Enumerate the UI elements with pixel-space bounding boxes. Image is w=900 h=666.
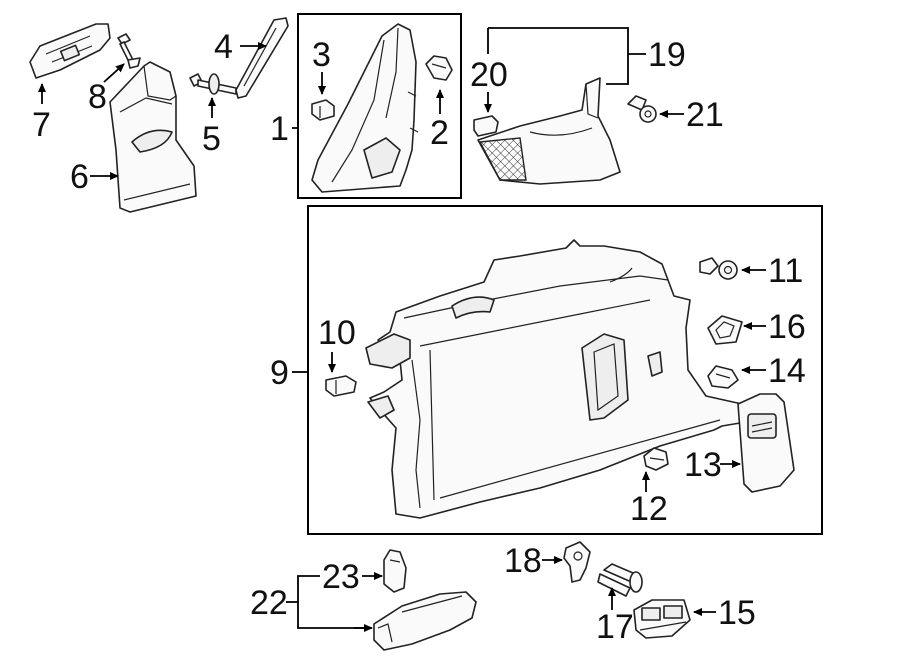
callout-1: 1 [270,110,289,148]
callout-3: 3 [312,36,331,74]
part-14-clip [707,365,739,389]
callout-8: 8 [88,78,107,116]
callout-11: 11 [768,252,803,290]
group-box-1 [297,13,462,199]
part-6-pillar-trim [109,61,197,213]
part-9-quarter-trim-panel [365,239,747,519]
callout-20: 20 [470,56,508,94]
part-16-grommet [707,315,743,345]
part-22-handle [373,591,477,651]
callout-14: 14 [768,352,806,390]
part-13-cover-panel [737,393,795,493]
callout-21: 21 [686,96,724,134]
callout-6: 6 [70,158,89,196]
callout-9: 9 [270,354,289,392]
callout-15: 15 [718,594,756,632]
part-19-net-pocket [477,77,621,185]
part-11-fastener [699,257,738,280]
callout-13: 13 [684,446,722,484]
callout-22: 22 [250,584,288,622]
part-21-fastener [627,95,657,123]
part-20-clip [473,115,499,137]
part-18-clip [563,541,591,583]
callout-16: 16 [768,308,806,346]
part-8-push-pin [117,33,141,69]
part-2-clip [425,55,453,81]
callout-23: 23 [322,558,360,596]
part-17-bushing [597,563,643,597]
part-5-bolt [189,73,237,95]
part-1-pillar-panel [311,23,419,193]
callout-12: 12 [630,490,668,528]
group-box-9 [307,205,823,535]
callout-7: 7 [32,106,51,144]
part-23-clip [383,549,407,593]
callout-2: 2 [430,114,449,152]
part-7-bracket [29,23,111,79]
callout-18: 18 [504,542,542,580]
callout-4: 4 [214,28,233,66]
part-10-clip [325,375,357,397]
part-15-socket [633,599,691,639]
callout-10: 10 [318,314,356,352]
callout-19: 19 [648,36,686,74]
callout-17: 17 [596,608,634,646]
callout-5: 5 [202,120,221,158]
part-3-clip [311,99,335,121]
part-4-strip [235,17,289,99]
part-12-clip [643,447,669,471]
